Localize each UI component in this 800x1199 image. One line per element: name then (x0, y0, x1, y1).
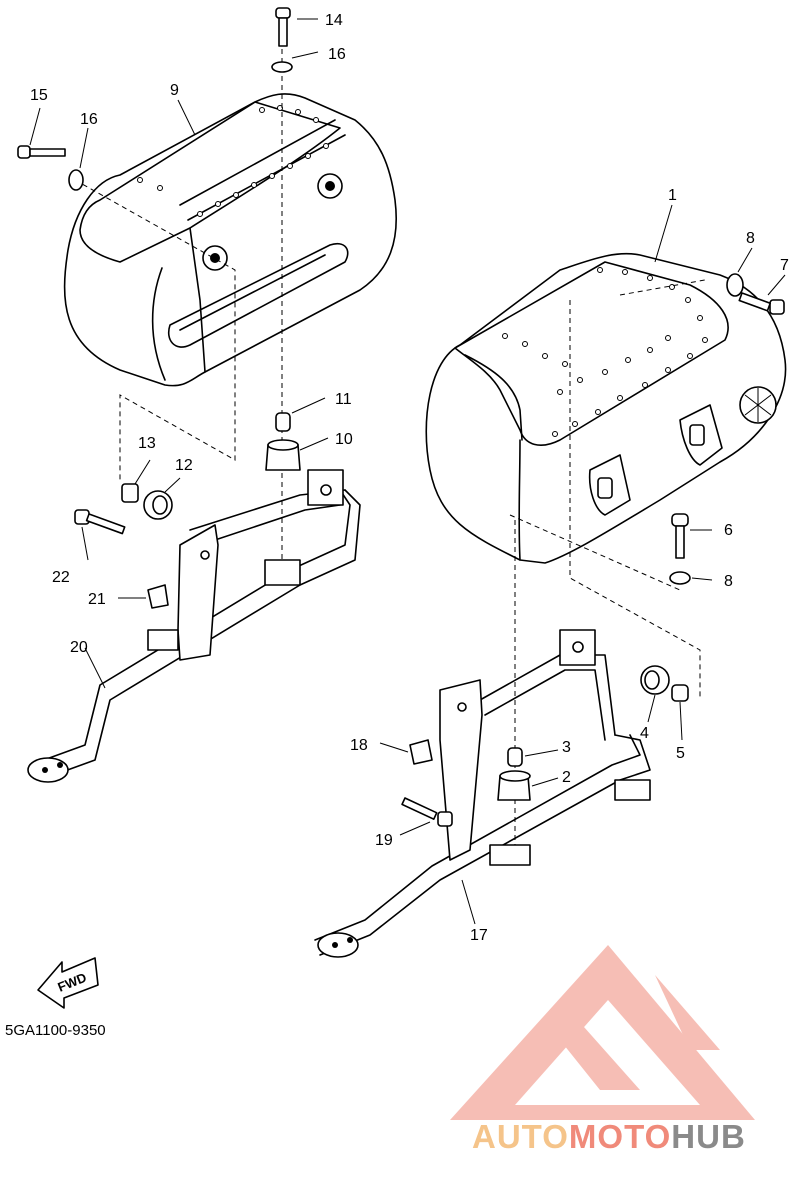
callout-13: 13 (138, 435, 156, 452)
callout-6: 6 (724, 522, 733, 539)
callout-21: 21 (88, 591, 106, 608)
leader-lines (29, 18, 786, 925)
watermark-auto: AUTO (472, 1118, 569, 1155)
part-code: 5GA1100-9350 (5, 1022, 106, 1039)
callout-15: 15 (30, 87, 48, 104)
callout-4: 4 (640, 725, 649, 742)
callout-17: 17 (470, 927, 488, 944)
callout-8-lower: 8 (724, 573, 733, 590)
callout-14: 14 (325, 12, 343, 29)
hardware-parts (17, 7, 785, 827)
callout-19: 19 (375, 832, 393, 849)
left-bracket (27, 469, 361, 783)
watermark-text: AUTOMOTOHUB (472, 1118, 746, 1155)
watermark-logo (450, 945, 755, 1120)
callout-7: 7 (780, 257, 789, 274)
callout-10: 10 (335, 431, 353, 448)
callout-12: 12 (175, 457, 193, 474)
callout-16-top: 16 (328, 46, 346, 63)
callout-18: 18 (350, 737, 368, 754)
callout-8-top: 8 (746, 230, 755, 247)
callout-20: 20 (70, 639, 88, 656)
watermark-moto: MOTO (569, 1118, 671, 1155)
callout-11: 11 (335, 391, 352, 408)
callout-16-left: 16 (80, 111, 98, 128)
callout-5: 5 (676, 745, 685, 762)
right-saddlebag (425, 252, 787, 564)
callout-9: 9 (170, 82, 179, 99)
svg-text:AUTOMOTOHUB: AUTOMOTOHUB (472, 1118, 746, 1155)
right-bracket (314, 629, 651, 958)
callout-3: 3 (562, 739, 571, 756)
callout-22: 22 (52, 569, 70, 586)
callout-labels: 14 16 15 16 9 1 8 7 11 10 13 12 6 8 22 2… (30, 12, 789, 944)
callout-1: 1 (668, 187, 677, 204)
watermark-hub: HUB (671, 1118, 746, 1155)
callout-2: 2 (562, 769, 571, 786)
left-saddlebag (63, 93, 398, 387)
fwd-arrow: FWD (37, 957, 99, 1009)
